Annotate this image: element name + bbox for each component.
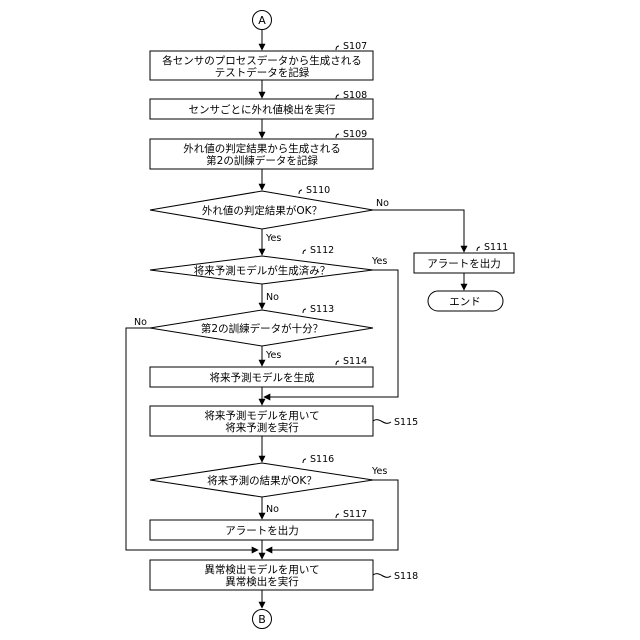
s109-text-1: 外れ値の判定結果から生成される [183, 142, 341, 155]
s116-text: 将来予測の結果がOK？ [207, 474, 317, 487]
s110-label: S110 [306, 185, 330, 196]
s115-text-2: 将来予測を実行 [225, 421, 299, 434]
label-hook [303, 459, 306, 463]
s107-label: S107 [343, 41, 367, 52]
s115-text-1: 将来予測モデルを用いて [204, 409, 319, 422]
s112-yes-label: Yes [371, 256, 387, 267]
label-hook [303, 309, 306, 313]
s112-label: S112 [310, 245, 334, 256]
s112-text: 将来予測モデルが生成済み？ [194, 264, 331, 277]
s108-text: センサごとに外れ値検出を実行 [189, 103, 336, 116]
s108-label: S108 [343, 90, 367, 101]
flow-arrow-s113-no [126, 328, 258, 550]
s117-label: S117 [343, 509, 367, 520]
end-text: エンド [449, 296, 481, 308]
s111-text: アラートを出力 [427, 257, 501, 270]
label-hook [336, 134, 339, 138]
s107-text-1: 各センサのプロセスデータから生成される [162, 54, 362, 67]
label-hook [336, 46, 339, 50]
s107-text-2: テストデータを記録 [215, 66, 310, 79]
s112-no-label: No [266, 292, 279, 303]
label-hook [336, 95, 339, 99]
s114-label: S114 [343, 356, 367, 367]
s110-text: 外れ値の判定結果がOK？ [202, 204, 322, 217]
s109-label: S109 [343, 129, 367, 140]
s114-text: 将来予測モデルを生成 [210, 371, 315, 384]
s113-no-label: No [134, 317, 147, 328]
s116-yes-label: Yes [371, 466, 387, 477]
connector-start-label: A [258, 14, 266, 27]
label-hook [336, 361, 339, 365]
label-hook [336, 514, 339, 518]
connector-end-label: B [258, 613, 266, 626]
label-leader-s115 [373, 420, 391, 424]
s111-label: S111 [484, 242, 508, 253]
s113-label: S113 [310, 304, 334, 315]
s118-text-2: 異常検出を実行 [225, 575, 299, 588]
s115-label: S115 [394, 417, 418, 428]
s109-text-2: 第2の訓練データを記録 [206, 154, 318, 167]
flow-arrow-s110-no [373, 210, 464, 252]
s110-yes-label: Yes [265, 233, 281, 244]
s116-label: S116 [310, 454, 334, 465]
label-hook [477, 247, 480, 251]
label-hook [299, 190, 302, 194]
s113-yes-label: Yes [265, 350, 281, 361]
s117-text: アラートを出力 [225, 524, 299, 537]
s118-text-1: 異常検出モデルを用いて [204, 563, 319, 576]
s118-label: S118 [394, 571, 418, 582]
s113-text: 第2の訓練データが十分？ [201, 322, 323, 335]
label-hook [303, 250, 306, 254]
label-leader-s118 [373, 574, 391, 578]
s116-no-label: No [266, 504, 279, 515]
s110-no-label: No [376, 198, 389, 209]
